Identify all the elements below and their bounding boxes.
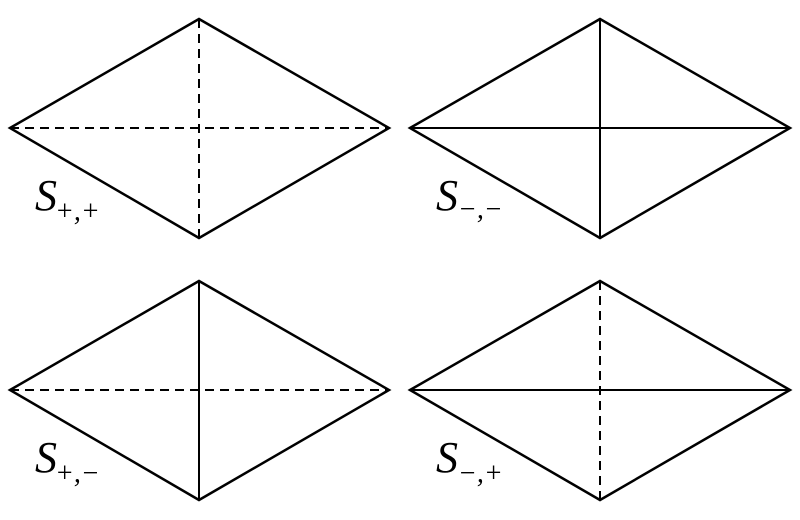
rhombus-group-top-left: S+,+ [7, 17, 392, 240]
rhombus-label: S−,+ [436, 433, 503, 489]
rhombus-label: S+,− [35, 433, 100, 489]
rhombus-group-bottom-left: S+,− [7, 279, 392, 502]
rhombus-label: S−,− [436, 171, 503, 225]
rhombus-label: S+,+ [35, 171, 100, 227]
rhombus-group-bottom-right: S−,+ [407, 279, 793, 502]
rhombus-group-top-right: S−,− [407, 17, 793, 240]
